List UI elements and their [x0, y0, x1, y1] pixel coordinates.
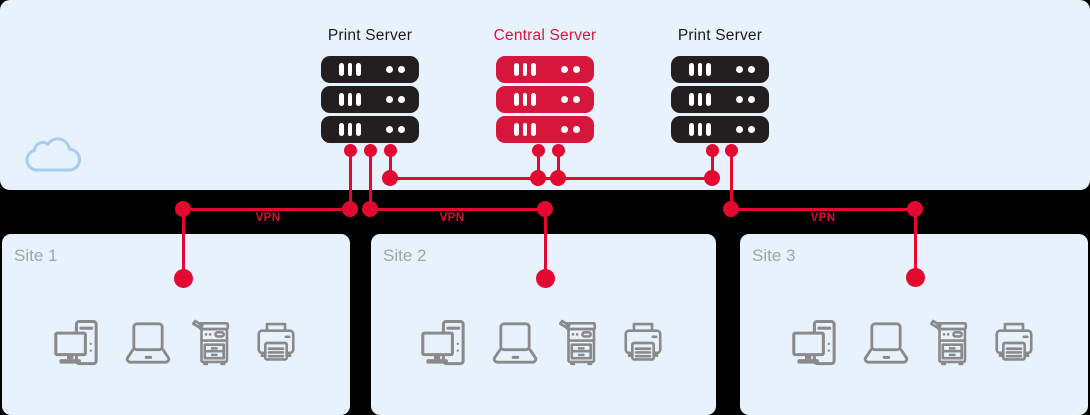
print-server-left-label: Print Server — [327, 27, 413, 44]
connector-dot — [906, 268, 925, 287]
vpn-label-site2: VPN — [439, 212, 465, 224]
laptop-icon — [123, 316, 173, 370]
connector-line — [914, 209, 917, 277]
copier-icon — [928, 315, 974, 371]
printer-icon — [620, 316, 666, 370]
vpn-line-site2 — [370, 208, 545, 211]
connector-dot — [532, 144, 545, 157]
connector-dot — [342, 201, 358, 217]
connector-dot — [552, 144, 565, 157]
print-server-right-label: Print Server — [677, 27, 763, 44]
print-server-left: Print Server — [321, 27, 419, 143]
connector-line — [537, 150, 540, 178]
connector-line — [557, 150, 560, 178]
server-unit — [496, 116, 594, 143]
site-2-devices — [371, 314, 716, 372]
connector-dot — [907, 201, 923, 217]
site-1-label: Site 1 — [14, 246, 58, 265]
connector-dot — [362, 201, 378, 217]
print-server-right: Print Server — [671, 27, 769, 143]
site-1-devices — [2, 314, 350, 372]
printer-icon — [991, 316, 1037, 370]
laptop-icon — [490, 316, 540, 370]
connector-dot — [723, 201, 739, 217]
connector-dot — [704, 170, 720, 186]
copier-icon — [557, 315, 603, 371]
central-server: Central Server — [494, 27, 596, 143]
server-rack-icon — [671, 56, 769, 143]
connector-dot — [382, 170, 398, 186]
connector-dot — [364, 144, 377, 157]
site-3-label: Site 3 — [752, 246, 796, 265]
laptop-icon — [861, 316, 911, 370]
connector-line — [182, 209, 185, 278]
site-1-box: Site 1 — [2, 234, 350, 415]
desktop-computer-icon — [53, 316, 106, 370]
server-unit — [321, 86, 419, 113]
server-unit — [496, 56, 594, 83]
connector-line — [389, 150, 392, 178]
cloud-icon — [22, 130, 86, 183]
printer-icon — [253, 316, 299, 370]
connector-line — [711, 150, 714, 178]
server-unit — [671, 116, 769, 143]
desktop-computer-icon — [791, 316, 844, 370]
vpn-label-site1: VPN — [255, 212, 281, 224]
site-3-devices — [740, 314, 1088, 372]
connector-line — [544, 209, 547, 278]
server-rack-icon — [496, 56, 594, 143]
connector-line — [730, 150, 733, 209]
connector-dot — [530, 170, 546, 186]
desktop-computer-icon — [421, 316, 473, 370]
connector-line — [369, 150, 372, 209]
server-unit — [321, 56, 419, 83]
connector-dot — [536, 269, 555, 288]
central-server-label: Central Server — [493, 27, 597, 44]
copier-icon — [190, 315, 236, 371]
site-2-box: Site 2 — [371, 234, 716, 415]
site-2-label: Site 2 — [383, 246, 427, 265]
server-unit — [671, 86, 769, 113]
server-rack-icon — [321, 56, 419, 143]
vpn-line-site1 — [183, 208, 350, 211]
connector-dot — [725, 144, 738, 157]
connector-dot — [550, 170, 566, 186]
vpn-line-site3 — [731, 208, 915, 211]
connector-dot — [344, 144, 357, 157]
server-unit — [496, 86, 594, 113]
connector-dot — [706, 144, 719, 157]
server-unit — [321, 116, 419, 143]
connector-dot — [537, 201, 553, 217]
server-unit — [671, 56, 769, 83]
connector-dot — [384, 144, 397, 157]
connector-dot — [174, 269, 193, 288]
vpn-label-site3: VPN — [810, 212, 836, 224]
connector-dot — [175, 201, 191, 217]
connector-line — [349, 150, 352, 209]
